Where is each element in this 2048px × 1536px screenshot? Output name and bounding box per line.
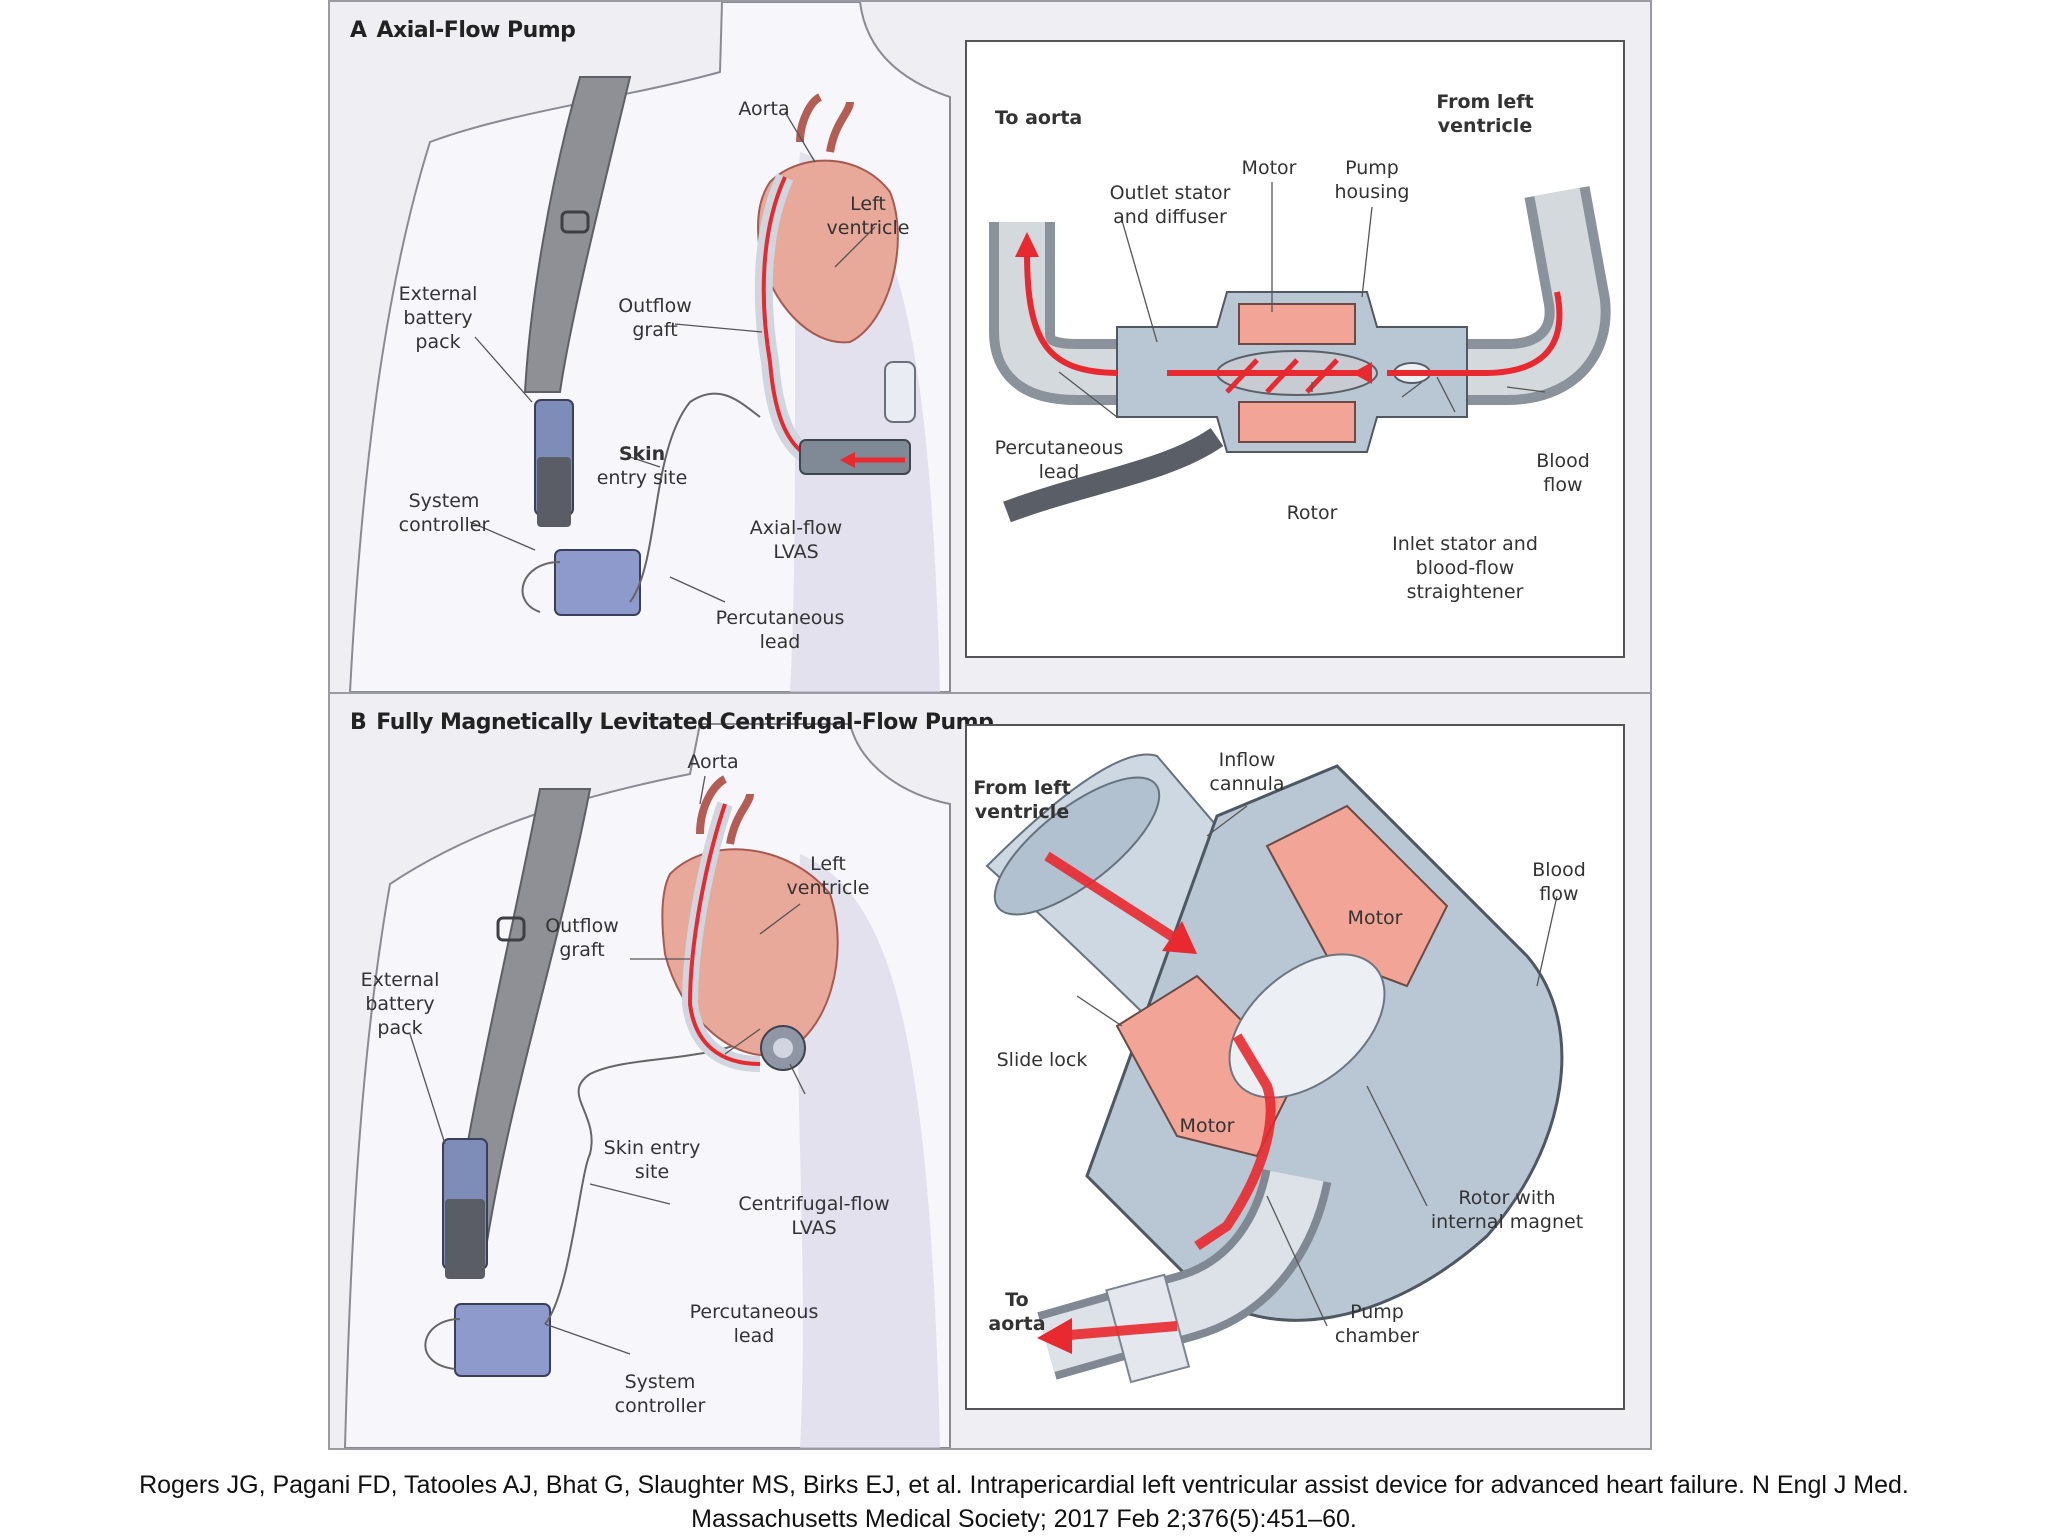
axial-pump-cross-section: To aorta From left ventricle Motor Pump … — [989, 91, 1611, 603]
inset-b-to-aorta-2: aorta — [988, 1313, 1045, 1335]
label-lvas-b-1: Centrifugal-flow — [738, 1193, 889, 1215]
label-outflow-a-2: graft — [632, 319, 677, 341]
label-battery-a-3: pack — [415, 331, 460, 353]
inset-b-slide-lock: Slide lock — [997, 1049, 1088, 1071]
label-controller-b-2: controller — [615, 1395, 706, 1417]
inset-b-blood-2: flow — [1539, 883, 1578, 905]
inset-a-housing-1: Pump — [1345, 157, 1399, 179]
inset-a-from-lv-1: From left — [1436, 91, 1533, 113]
inset-b-chamber-1: Pump — [1350, 1301, 1404, 1323]
label-controller-a-2: controller — [399, 514, 490, 536]
centrifugal-pump-cross-section: From left ventricle Inflow cannula Motor… — [973, 749, 1586, 1384]
panel-b-letter: B — [350, 710, 367, 735]
label-controller-a-1: System — [409, 490, 480, 512]
inset-a-inlet-2: blood-flow — [1416, 557, 1515, 579]
inset-b-blood-1: Blood — [1532, 859, 1586, 881]
inset-a-from-lv-2: ventricle — [1438, 115, 1532, 137]
label-lv-a-2: ventricle — [827, 217, 910, 239]
label-lvas-a-1: Axial-flow — [750, 517, 842, 539]
inset-a-inlet-1: Inlet stator and — [1392, 533, 1538, 555]
label-lead-a-2: lead — [760, 631, 801, 653]
label-battery-b-3: pack — [377, 1017, 422, 1039]
inset-a-outlet-1: Outlet stator — [1110, 182, 1231, 204]
motor-top-a — [1238, 303, 1356, 345]
label-battery-a-1: External — [399, 283, 478, 305]
panel-a: Aorta Left ventricle Outflow graft Exter… — [330, 2, 1650, 694]
inset-a-outlet-2: and diffuser — [1113, 206, 1227, 228]
label-skin-b-1: Skin entry — [604, 1137, 701, 1159]
inset-b-from-lv-1: From left — [973, 777, 1070, 799]
label-lv-b-2: ventricle — [787, 877, 870, 899]
panel-a-title: A Axial-Flow Pump — [350, 18, 576, 43]
inset-a-blood-2: flow — [1543, 474, 1582, 496]
label-controller-b-1: System — [625, 1371, 696, 1393]
motor-top-b — [1265, 804, 1449, 988]
inset-a-housing-2: housing — [1335, 181, 1410, 203]
panel-b-title-text: Fully Magnetically Levitated Centrifugal… — [376, 710, 994, 735]
inset-a-lead-2: lead — [1039, 461, 1080, 483]
label-lvas-b-2: LVAS — [791, 1217, 836, 1239]
inset-b-motor-top: Motor — [1348, 907, 1403, 929]
panel-a-illustration: Aorta Left ventricle Outflow graft Exter… — [348, 2, 951, 692]
inset-a-inlet-3: straightener — [1407, 581, 1524, 603]
inset-a-lead-1: Percutaneous — [995, 437, 1124, 459]
label-aorta-a: Aorta — [738, 98, 789, 120]
label-battery-b-2: battery — [365, 993, 434, 1015]
label-lead-b-1: Percutaneous — [690, 1301, 819, 1323]
inset-b-from-lv-2: ventricle — [975, 801, 1069, 823]
panel-b-title: B Fully Magnetically Levitated Centrifuga… — [350, 710, 994, 735]
system-controller-b — [454, 1303, 551, 1377]
inset-b-inflow-2: cannula — [1209, 773, 1284, 795]
label-battery-a-2: battery — [403, 307, 472, 329]
label-skin-a-2: entry site — [597, 467, 688, 489]
label-battery-b-1: External — [361, 969, 440, 991]
centrifugal-pump-inset: From left ventricle Inflow cannula Motor… — [965, 724, 1625, 1410]
inset-b-chamber-2: chamber — [1335, 1325, 1419, 1347]
panel-a-title-text: Axial-Flow Pump — [376, 18, 576, 43]
label-skin-b-2: site — [635, 1161, 669, 1183]
motor-bottom-b — [1115, 974, 1299, 1158]
inset-a-rotor: Rotor — [1287, 502, 1338, 524]
panel-b: Aorta Left ventricle Outflow graft Exter… — [330, 694, 1650, 1448]
inset-b-to-aorta-1: To — [1005, 1289, 1029, 1311]
label-lv-a-1: Left — [850, 193, 886, 215]
inset-b-inflow-1: Inflow — [1219, 749, 1276, 771]
label-lead-a-1: Percutaneous — [716, 607, 845, 629]
label-skin-a-1: Skin — [619, 443, 665, 465]
citation-line-1: Rogers JG, Pagani FD, Tatooles AJ, Bhat … — [139, 1471, 1909, 1499]
label-outflow-a-1: Outflow — [618, 295, 692, 317]
label-lv-b-1: Left — [810, 853, 846, 875]
label-outflow-b-1: Outflow — [545, 915, 619, 937]
motor-bottom-a — [1238, 401, 1356, 443]
axial-pump-inset: To aorta From left ventricle Motor Pump … — [965, 40, 1625, 658]
inset-a-blood-1: Blood — [1536, 450, 1590, 472]
panel-b-illustration: Aorta Left ventricle Outflow graft Exter… — [343, 723, 951, 1448]
inset-a-to-aorta: To aorta — [995, 107, 1082, 129]
inset-b-rotor-1: Rotor with — [1458, 1187, 1555, 1209]
figure: Aorta Left ventricle Outflow graft Exter… — [328, 0, 1652, 1450]
label-lvas-a-2: LVAS — [773, 541, 818, 563]
inset-a-motor: Motor — [1242, 157, 1297, 179]
inset-b-rotor-2: internal magnet — [1431, 1211, 1583, 1233]
rotor-b — [1228, 953, 1386, 1099]
inset-b-motor-bottom: Motor — [1180, 1115, 1235, 1137]
citation: Rogers JG, Pagani FD, Tatooles AJ, Bhat … — [0, 1468, 2048, 1536]
system-controller-a — [554, 549, 641, 616]
citation-line-2: Massachusetts Medical Society; 2017 Feb … — [691, 1505, 1357, 1533]
label-aorta-b: Aorta — [687, 751, 738, 773]
label-lead-b-2: lead — [734, 1325, 775, 1347]
panel-a-letter: A — [350, 18, 367, 43]
label-outflow-b-2: graft — [559, 939, 604, 961]
shoulder-strap-a — [523, 76, 632, 393]
